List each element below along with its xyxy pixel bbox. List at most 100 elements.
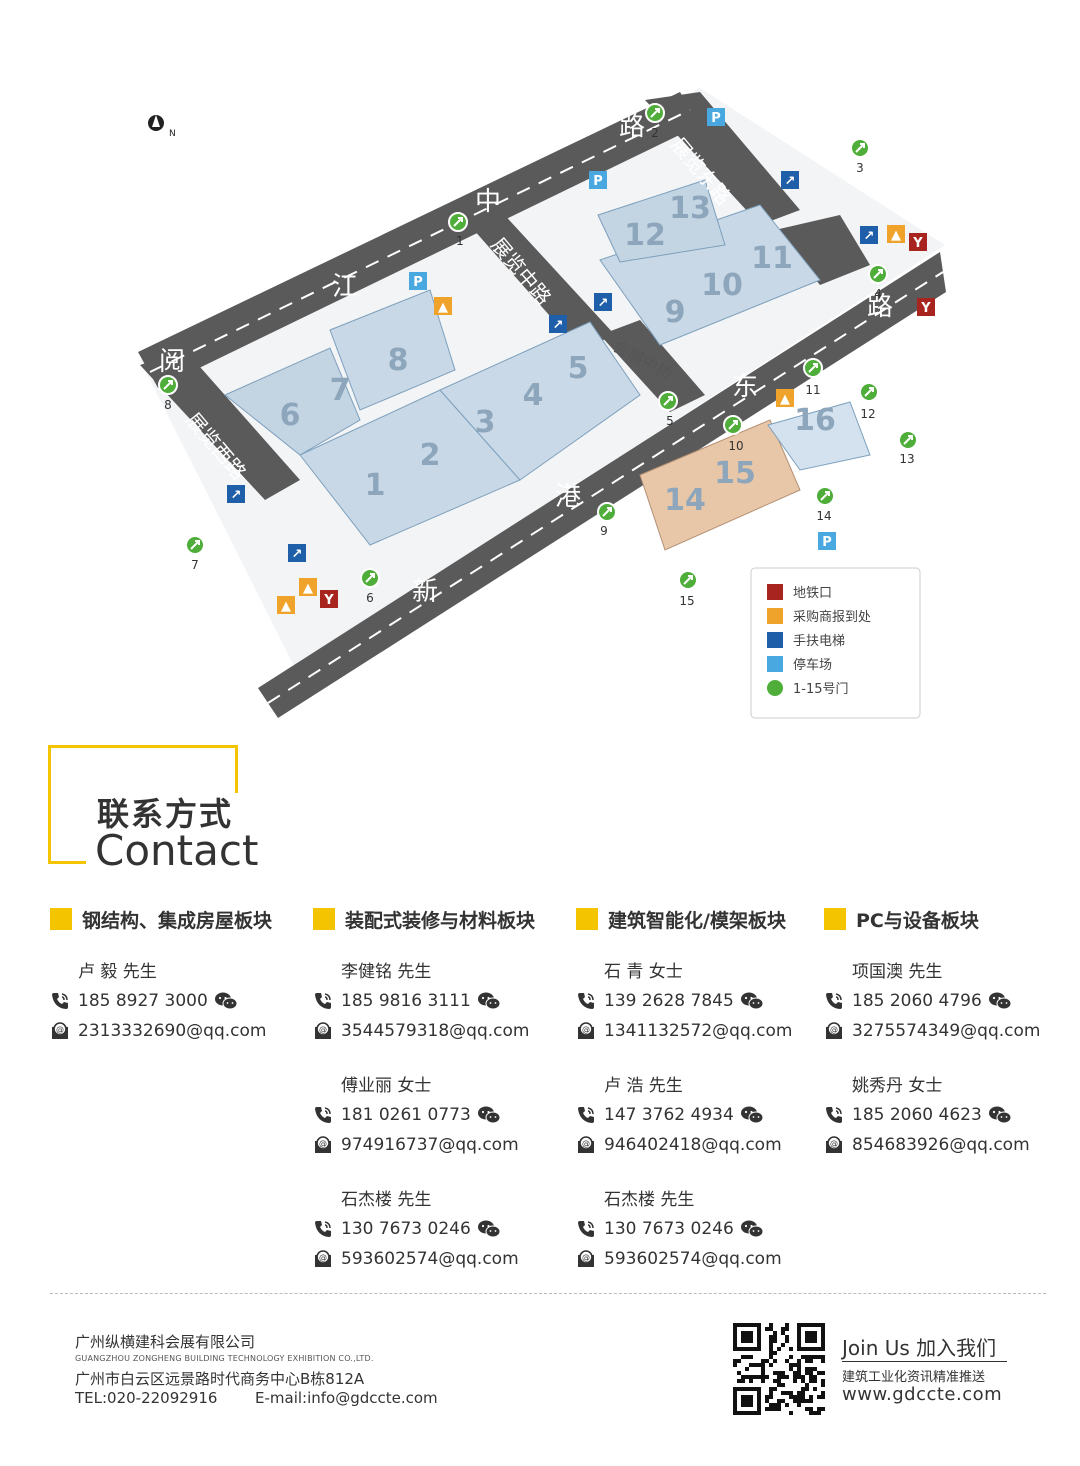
qr-module xyxy=(749,1379,753,1383)
hall-label: 12 xyxy=(624,218,666,253)
phone-number[interactable]: 185 9816 3111 xyxy=(341,991,471,1011)
qr-module xyxy=(765,1359,769,1363)
qr-module xyxy=(773,1387,777,1391)
company-email[interactable]: E-mail:info@gdccte.com xyxy=(255,1389,438,1407)
qr-module xyxy=(773,1331,777,1335)
hall-label: 7 xyxy=(330,373,351,408)
phone-icon xyxy=(315,1107,331,1123)
phone-number[interactable]: 185 2060 4623 xyxy=(852,1105,982,1125)
email-icon: @ xyxy=(52,1022,68,1039)
qr-module xyxy=(805,1407,809,1411)
qr-module xyxy=(761,1359,765,1363)
qr-module xyxy=(769,1391,773,1395)
road-name: 东 xyxy=(732,372,758,402)
email-address[interactable]: 854683926@qq.com xyxy=(852,1135,1030,1155)
gate-number: 1 xyxy=(456,234,464,248)
qr-module xyxy=(801,1355,805,1359)
hall-label: 8 xyxy=(388,343,409,378)
road-name: 阅 xyxy=(159,347,185,377)
qr-module xyxy=(809,1355,813,1359)
phone-number[interactable]: 139 2628 7845 xyxy=(604,991,734,1011)
phone-number[interactable]: 147 3762 4934 xyxy=(604,1105,734,1125)
phone-icon xyxy=(315,1221,331,1237)
gate-number: 5 xyxy=(666,414,674,428)
metro-icon xyxy=(909,233,927,251)
email-icon: @ xyxy=(578,1022,594,1039)
escalator-icon xyxy=(860,226,878,244)
buyer-icon xyxy=(887,225,905,243)
phone-number[interactable]: 181 0261 0773 xyxy=(341,1105,471,1125)
column-title: 装配式装修与材料板块 xyxy=(345,909,536,932)
email-address[interactable]: 593602574@qq.com xyxy=(341,1249,519,1269)
person-name: 卢 浩 先生 xyxy=(604,1076,683,1096)
qr-module xyxy=(805,1355,809,1359)
email-address[interactable]: 946402418@qq.com xyxy=(604,1135,782,1155)
qr-module xyxy=(761,1379,765,1383)
buyer-glyph: ▲ xyxy=(891,228,901,243)
qr-module xyxy=(761,1371,765,1375)
email-address[interactable]: 3275574349@qq.com xyxy=(852,1021,1041,1041)
buyer-icon xyxy=(434,297,452,315)
phone-icon xyxy=(578,993,594,1009)
qr-module xyxy=(769,1347,773,1351)
qr-module xyxy=(737,1359,741,1363)
escalator-glyph: ↗ xyxy=(292,547,303,562)
website-link[interactable]: www.gdccte.com xyxy=(842,1384,1003,1405)
phone-number[interactable]: 185 8927 3000 xyxy=(78,991,208,1011)
email-address[interactable]: 2313332690@qq.com xyxy=(78,1021,267,1041)
qr-module xyxy=(769,1395,773,1399)
column-title: PC与设备板块 xyxy=(856,909,979,932)
qr-module xyxy=(801,1375,805,1379)
qr-module xyxy=(813,1387,817,1391)
qr-module xyxy=(777,1379,781,1383)
email-address[interactable]: 3544579318@qq.com xyxy=(341,1021,530,1041)
svg-text:@: @ xyxy=(582,1025,590,1034)
phone-icon xyxy=(826,1107,842,1123)
escalator-glyph: ↗ xyxy=(553,318,564,333)
contact-person: 石杰楼 先生 130 7673 0246 @593602574@qq.com xyxy=(576,1186,836,1274)
qr-finder xyxy=(741,1331,753,1343)
legend-label: 地铁口 xyxy=(793,586,832,601)
escalator-icon xyxy=(781,171,799,189)
email-icon: @ xyxy=(315,1250,331,1267)
qr-module xyxy=(757,1363,761,1367)
hall-label: 4 xyxy=(523,378,544,413)
qr-module xyxy=(769,1351,773,1355)
wechat-icon xyxy=(988,1106,1012,1124)
qr-module xyxy=(789,1347,793,1351)
contact-person: 卢 毅 先生 185 8927 3000 @2313332690@qq.com xyxy=(50,958,310,1046)
qr-module xyxy=(797,1395,801,1399)
qr-module xyxy=(797,1399,801,1403)
qr-module xyxy=(777,1371,781,1375)
email-address[interactable]: 593602574@qq.com xyxy=(604,1249,782,1269)
email-icon: @ xyxy=(315,1022,331,1039)
email-icon: @ xyxy=(826,1136,842,1153)
hall-label: 9 xyxy=(665,295,686,330)
road-name: 新 xyxy=(412,577,438,607)
qr-module xyxy=(789,1411,793,1415)
qr-module xyxy=(781,1331,785,1335)
gate-number: 3 xyxy=(856,161,864,175)
email-address[interactable]: 974916737@qq.com xyxy=(341,1135,519,1155)
phone-number[interactable]: 130 7673 0246 xyxy=(341,1219,471,1239)
email-address[interactable]: 1341132572@qq.com xyxy=(604,1021,793,1041)
phone-number[interactable]: 185 2060 4796 xyxy=(852,991,982,1011)
qr-module xyxy=(769,1335,773,1339)
gate-arrow-icon xyxy=(855,143,865,153)
person-name: 卢 毅 先生 xyxy=(78,962,157,982)
phone-icon xyxy=(52,993,68,1009)
svg-text:@: @ xyxy=(830,1139,838,1148)
escalator-icon xyxy=(288,544,306,562)
join-us-title: Join Us 加入我们 xyxy=(842,1336,997,1360)
qr-module xyxy=(805,1371,809,1375)
gate-arrow-icon xyxy=(663,396,673,406)
phone-number[interactable]: 130 7673 0246 xyxy=(604,1219,734,1239)
qr-module xyxy=(773,1379,777,1383)
parking-glyph: P xyxy=(822,535,832,550)
qr-module xyxy=(745,1375,749,1379)
phone-row: 181 0261 0773 xyxy=(313,1100,573,1130)
gate-arrow-icon xyxy=(808,363,818,373)
join-us-underline xyxy=(842,1361,1007,1362)
qr-module xyxy=(821,1379,825,1383)
qr-module xyxy=(813,1367,817,1371)
